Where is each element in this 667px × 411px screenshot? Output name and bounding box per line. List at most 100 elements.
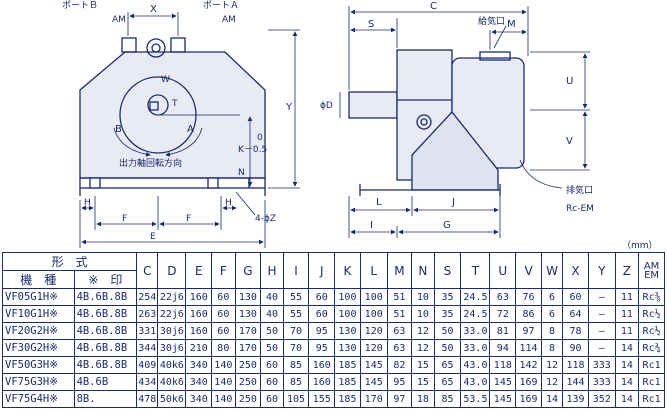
value-cell: 160 — [185, 305, 213, 323]
value-cell: 85 — [282, 373, 310, 391]
value-cell: 130 — [334, 339, 361, 357]
col-header: M — [386, 252, 413, 289]
value-cell: 118 — [489, 356, 517, 374]
value-cell: 50k6 — [157, 390, 187, 408]
dim-h-left-label: H — [84, 198, 91, 208]
value-cell: 105 — [282, 390, 310, 408]
value-cell: 100 — [359, 305, 388, 323]
value-cell: 155 — [308, 390, 336, 408]
value-cell: 100 — [334, 288, 361, 306]
front-dimensions — [79, 12, 300, 248]
value-cell: 340 — [185, 373, 213, 391]
value-cell: 40k6 — [157, 373, 187, 391]
dim-f-left-label: F — [122, 214, 127, 224]
value-cell: 70 — [282, 339, 310, 357]
col-header: X — [562, 252, 589, 289]
value-cell: 40k6 — [157, 356, 187, 374]
value-cell: 263 — [136, 305, 159, 323]
value-cell: 15 — [411, 356, 435, 374]
col-header: E — [185, 252, 213, 289]
value-cell: 97 — [515, 322, 542, 340]
value-cell: 14 — [614, 339, 640, 357]
value-cell: 140 — [211, 373, 236, 391]
value-cell: 333 — [587, 373, 616, 391]
spec-table: 形 式 C D E F G H I J K L M N S T U V W X … — [1, 252, 665, 408]
value-cell: 72 — [489, 305, 517, 323]
dim-g-label: G — [443, 220, 451, 231]
value-cell: 145 — [359, 356, 388, 374]
dim-i-label: I — [370, 220, 373, 231]
value-cell: 331 — [136, 322, 159, 340]
value-cell: — — [587, 339, 616, 357]
dim-j-label: J — [451, 197, 455, 208]
port-b-spec: AM — [112, 15, 126, 25]
value-cell: 250 — [234, 390, 262, 408]
value-cell: 35 — [433, 305, 462, 323]
col-header: T — [460, 252, 491, 289]
value-cell: 60 — [260, 390, 284, 408]
dim-a-label: A — [187, 124, 194, 135]
value-cell: 185 — [334, 356, 361, 374]
value-cell: 60 — [211, 288, 236, 306]
value-cell: 95 — [308, 339, 336, 357]
value-cell: 60 — [260, 356, 284, 374]
model-cell: VF50G3H※ — [2, 356, 75, 374]
value-cell: 33.0 — [460, 339, 491, 357]
mark-cell: 4B.6B — [73, 373, 138, 391]
model-cell: VF30G2H※ — [2, 339, 75, 357]
value-cell: 85 — [282, 356, 310, 374]
value-cell: 63 — [489, 288, 517, 306]
dim-d-label: ϕD — [320, 101, 333, 111]
value-cell: 55 — [282, 288, 310, 306]
value-cell: 340 — [185, 356, 213, 374]
model-cell: VF75G4H※ — [2, 390, 75, 408]
dim-b-label: B — [115, 124, 122, 135]
value-cell: 160 — [185, 288, 213, 306]
header-mark: ※ 印 — [73, 270, 138, 289]
header-model-type: 形 式 — [1, 252, 138, 271]
dim-m-label: M — [507, 19, 516, 30]
value-cell: 14 — [614, 390, 640, 408]
value-cell: 60 — [308, 288, 336, 306]
value-cell: 51 — [386, 305, 413, 323]
value-cell: 250 — [234, 356, 262, 374]
value-cell: 11 — [614, 322, 640, 340]
value-cell: 60 — [211, 305, 236, 323]
value-cell: 51 — [386, 288, 413, 306]
value-cell: 434 — [136, 373, 159, 391]
dim-z-label: 4-ϕZ — [255, 214, 276, 224]
value-cell: 76 — [515, 288, 542, 306]
col-header: N — [411, 252, 435, 289]
model-cell: VF05G1H※ — [2, 288, 75, 306]
value-cell: 145 — [489, 390, 517, 408]
value-cell: 12 — [540, 356, 564, 374]
exhaust-label: 排気口 — [566, 184, 593, 196]
col-header: K — [334, 252, 361, 289]
port-size-cell: Rc1 — [638, 390, 665, 408]
model-cell: VF10G1H※ — [2, 305, 75, 323]
dim-w-label: W — [161, 75, 170, 85]
value-cell: 14 — [540, 390, 564, 408]
mark-cell: 4B.6B.8B — [73, 288, 138, 306]
mark-cell: 4B.6B.8B — [73, 339, 138, 357]
value-cell: 210 — [185, 339, 213, 357]
value-cell: 340 — [185, 390, 213, 408]
dim-o-label: 0 — [257, 133, 263, 143]
value-cell: 6 — [540, 288, 564, 306]
col-header: F — [211, 252, 236, 289]
col-header: I — [282, 252, 310, 289]
col-header: H — [260, 252, 284, 289]
value-cell: 43.0 — [460, 356, 491, 374]
port-a-label: ポートＡ — [203, 0, 239, 11]
value-cell: 185 — [334, 390, 361, 408]
value-cell: 254 — [136, 288, 159, 306]
col-header: G — [234, 252, 262, 289]
value-cell: 24.5 — [460, 305, 491, 323]
value-cell: 409 — [136, 356, 159, 374]
value-cell: 50 — [433, 339, 462, 357]
value-cell: 15 — [411, 373, 435, 391]
mark-cell: 4B.6B.8B — [73, 356, 138, 374]
col-header: S — [433, 252, 462, 289]
value-cell: 139 — [562, 390, 589, 408]
dim-t-label: T — [171, 99, 178, 109]
